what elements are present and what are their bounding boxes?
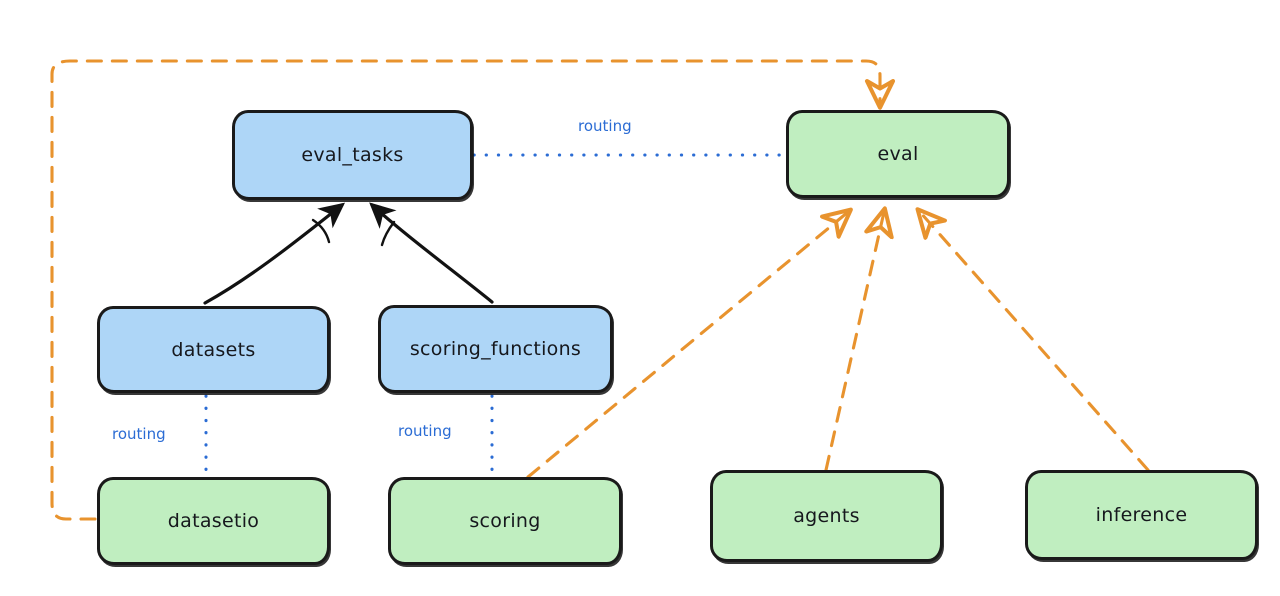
node-scoring[interactable]: scoring [388, 477, 622, 565]
edge-inference-to-eval [920, 212, 1150, 472]
node-scoring_functions[interactable]: scoring_functions [378, 305, 613, 393]
edge-label-routing-scoring_functions-scoring: routing [398, 422, 452, 440]
node-label-datasetio: datasetio [167, 510, 260, 532]
edge-agents-to-eval [824, 212, 884, 472]
node-inference[interactable]: inference [1025, 470, 1258, 560]
edge-label-routing-eval_tasks-eval: routing [578, 117, 632, 135]
node-agents[interactable]: agents [710, 470, 943, 562]
node-label-inference: inference [1095, 504, 1188, 526]
node-datasetio[interactable]: datasetio [97, 477, 330, 565]
node-eval_tasks[interactable]: eval_tasks [232, 110, 473, 200]
node-label-datasets: datasets [171, 338, 256, 361]
node-eval[interactable]: eval [786, 110, 1010, 198]
edge-scoring_functions-to-eval_tasks [369, 202, 494, 304]
edge-label-routing-datasets-datasetio: routing [112, 425, 166, 443]
node-datasets[interactable]: datasets [97, 306, 330, 393]
node-label-eval: eval [877, 143, 919, 165]
node-label-agents: agents [793, 505, 860, 527]
node-label-scoring_functions: scoring_functions [409, 338, 582, 360]
node-label-scoring: scoring [469, 510, 541, 532]
edge-datasets-to-eval_tasks [203, 202, 346, 305]
node-label-eval_tasks: eval_tasks [301, 144, 404, 166]
